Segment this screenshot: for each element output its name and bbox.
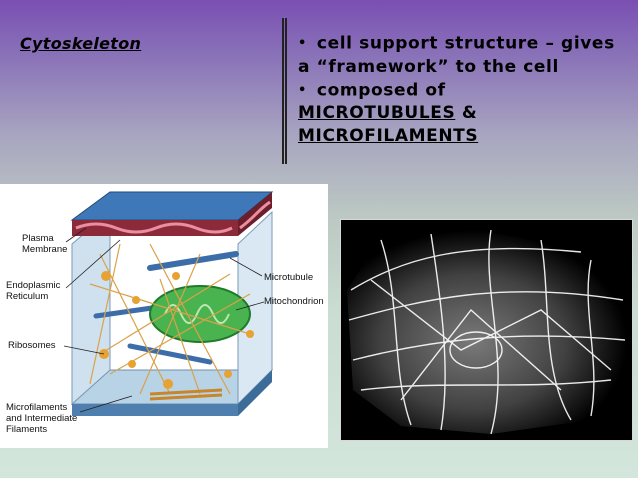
bullet-text-2: composed of xyxy=(316,80,446,100)
cytoskeleton-diagram: Plasma Membrane Endoplasmic Reticulum Ri… xyxy=(0,184,328,448)
term-microtubules: MICROTUBULES xyxy=(298,103,456,123)
label-plasma-membrane-line1: Plasma xyxy=(22,233,54,244)
label-plasma-membrane-line2: Membrane xyxy=(22,244,68,255)
bullet-item-1: •cell support structure – gives a “frame… xyxy=(298,32,628,79)
micrograph-image xyxy=(347,229,627,435)
bullet-list: •cell support structure – gives a “frame… xyxy=(298,32,628,148)
bullet-text-1: cell support structure – gives a “framew… xyxy=(298,33,615,77)
label-endoplasmic-reticulum: Endoplasmic Reticulum xyxy=(6,280,60,302)
diagram-illustration xyxy=(63,191,274,416)
label-ribosomes-text: Ribosomes xyxy=(8,340,56,351)
bullet-item-2: • composed of MICROTUBULES & MICROFILAMEN… xyxy=(298,79,628,149)
label-mitochondrion-text: Mitochondrion xyxy=(264,296,324,307)
slide-title: Cytoskeleton xyxy=(20,34,142,53)
term-connector: & xyxy=(461,103,478,123)
bullet-marker: • xyxy=(298,82,307,98)
label-mf-line2: and Intermediate xyxy=(6,413,78,424)
bullet-marker: • xyxy=(298,36,307,51)
label-mf-line1: Microfilaments xyxy=(6,402,68,413)
label-plasma-membrane: Plasma Membrane xyxy=(22,233,67,255)
label-ribosomes: Ribosomes xyxy=(8,340,56,351)
label-mitochondrion: Mitochondrion xyxy=(264,296,324,307)
label-microfilaments: Microfilaments and Intermediate Filament… xyxy=(6,402,77,435)
label-microtubule: Microtubule xyxy=(264,272,313,283)
label-er-line1: Endoplasmic xyxy=(6,280,61,291)
label-er-line2: Reticulum xyxy=(6,291,49,302)
term-microfilaments: MICROFILAMENTS xyxy=(298,126,479,146)
vertical-divider xyxy=(282,18,287,164)
label-microtubule-text: Microtubule xyxy=(264,272,314,283)
cytoskeleton-micrograph xyxy=(340,219,633,441)
label-mf-line3: Filaments xyxy=(6,424,48,435)
